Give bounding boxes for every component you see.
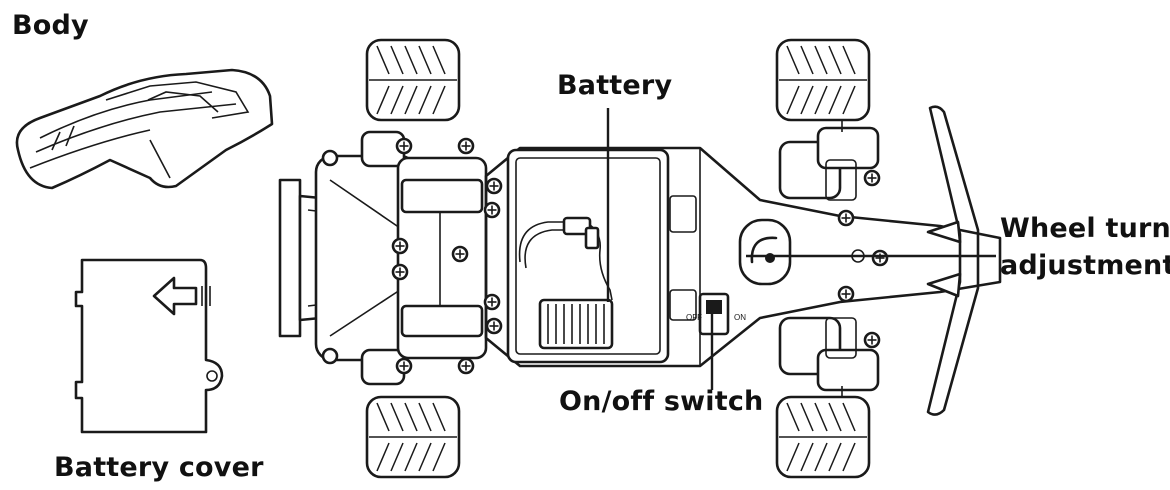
wheel-turn-label-line2: adjustment <box>1000 250 1170 281</box>
screw-icon <box>483 293 501 311</box>
screw-icon <box>837 209 855 227</box>
front-left-tire <box>365 38 461 122</box>
wheel-turn-label-line1: Wheel turn <box>1000 213 1170 244</box>
on-off-switch[interactable]: OFF ON <box>686 292 746 336</box>
battery-label: Battery <box>557 70 673 101</box>
wheel-turn-adjustment-dial[interactable] <box>738 218 792 286</box>
wheel-turn-adjustment-label: Wheel turn adjustment <box>1000 210 1170 284</box>
on-off-switch-label: On/off switch <box>559 386 764 417</box>
screw-icon <box>837 285 855 303</box>
switch-on-text: ON <box>734 313 746 322</box>
rear-wing <box>926 105 980 416</box>
screw-icon <box>485 177 503 195</box>
battery-cover-part <box>74 258 224 434</box>
screw-icon <box>457 357 475 375</box>
battery-cover-label: Battery cover <box>54 452 264 483</box>
screw-icon <box>863 331 881 349</box>
front-right-tire <box>365 395 461 479</box>
screw-icon <box>395 357 413 375</box>
rear-right-tire <box>775 395 871 479</box>
screw-icon <box>391 263 409 281</box>
body-label: Body <box>12 10 89 41</box>
screw-icon <box>391 237 409 255</box>
screw-icon <box>483 201 501 219</box>
battery-pack <box>518 216 614 350</box>
screw-icon <box>863 169 881 187</box>
switch-off-text: OFF <box>686 313 702 322</box>
screw-icon <box>457 137 475 155</box>
screw-icon <box>451 245 469 263</box>
rear-suspension <box>778 120 880 398</box>
car-body-shell <box>15 68 274 190</box>
screw-icon <box>395 137 413 155</box>
rear-left-tire <box>775 38 871 122</box>
screw-icon <box>485 317 503 335</box>
front-suspension <box>314 130 488 386</box>
screw-icon <box>871 249 889 267</box>
